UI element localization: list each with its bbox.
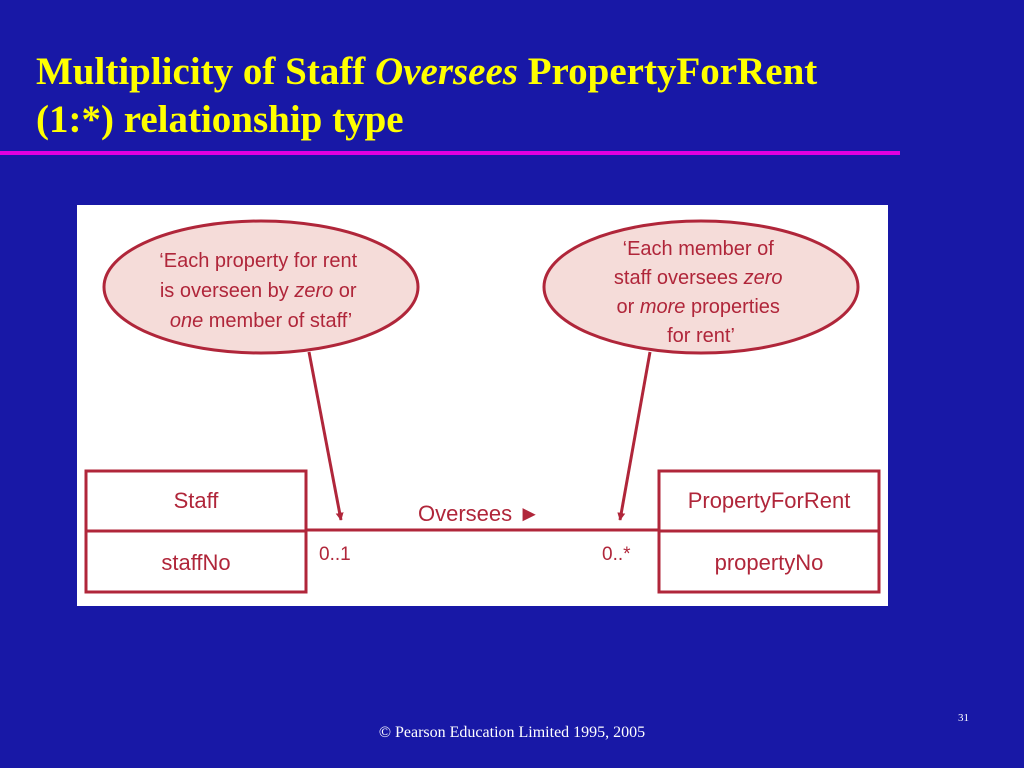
slide-title: Multiplicity of Staff Oversees PropertyF…	[36, 48, 996, 144]
right-note-line2: staff oversees zero	[614, 267, 783, 289]
left-note-arrow	[307, 351, 344, 521]
left-note-line1: ‘Each property for rent	[159, 250, 357, 272]
right-note-arrow	[617, 351, 652, 521]
property-entity-name: PropertyForRent	[688, 488, 851, 513]
title-part2: PropertyForRent	[517, 50, 818, 93]
left-note-line3: one member of staff’	[170, 310, 352, 332]
right-note-line2-italic: zero	[743, 267, 783, 289]
relationship-label: Oversees ►	[418, 501, 540, 526]
title-italic: Oversees	[375, 50, 518, 93]
left-note-line2-a: is overseen by	[160, 280, 295, 302]
right-note-line4: for rent’	[667, 325, 735, 347]
right-note-line3-a: or	[617, 296, 640, 318]
left-note-text: ‘Each property for rent is overseen by z…	[159, 250, 362, 332]
multiplicity-left: 0..1	[319, 544, 351, 565]
right-note-line1: ‘Each member of	[623, 238, 775, 260]
title-underline	[0, 151, 900, 155]
staff-entity-attribute: staffNo	[161, 550, 230, 575]
right-note-line3: or more properties	[617, 296, 780, 318]
left-note-line2: is overseen by zero or	[160, 280, 357, 302]
multiplicity-right: 0..*	[602, 544, 631, 565]
title-part1: Multiplicity of Staff	[36, 50, 376, 93]
property-entity-attribute: propertyNo	[715, 550, 824, 575]
left-note-bubble	[102, 219, 420, 355]
left-note-line3-b: member of staff’	[203, 310, 352, 332]
right-note-text: ‘Each member of staff oversees zero or m…	[614, 238, 788, 347]
uml-diagram: ‘Each property for rent is overseen by z…	[77, 205, 888, 606]
left-note-line2-italic: zero	[293, 280, 333, 302]
right-note-line3-b: properties	[685, 296, 780, 318]
right-note-line2-a: staff oversees	[614, 267, 744, 289]
copyright-footer: © Pearson Education Limited 1995, 2005	[378, 724, 646, 741]
title-line2: (1:*) relationship type	[36, 98, 404, 141]
left-note-line2-b: or	[333, 280, 357, 302]
right-note-bubble	[542, 219, 860, 355]
staff-entity-name: Staff	[174, 488, 220, 513]
right-note-line3-italic: more	[640, 296, 686, 318]
left-note-line3-italic: one	[170, 310, 203, 332]
slide-number: 31	[958, 712, 969, 724]
diagram-canvas: ‘Each property for rent is overseen by z…	[84, 219, 881, 594]
